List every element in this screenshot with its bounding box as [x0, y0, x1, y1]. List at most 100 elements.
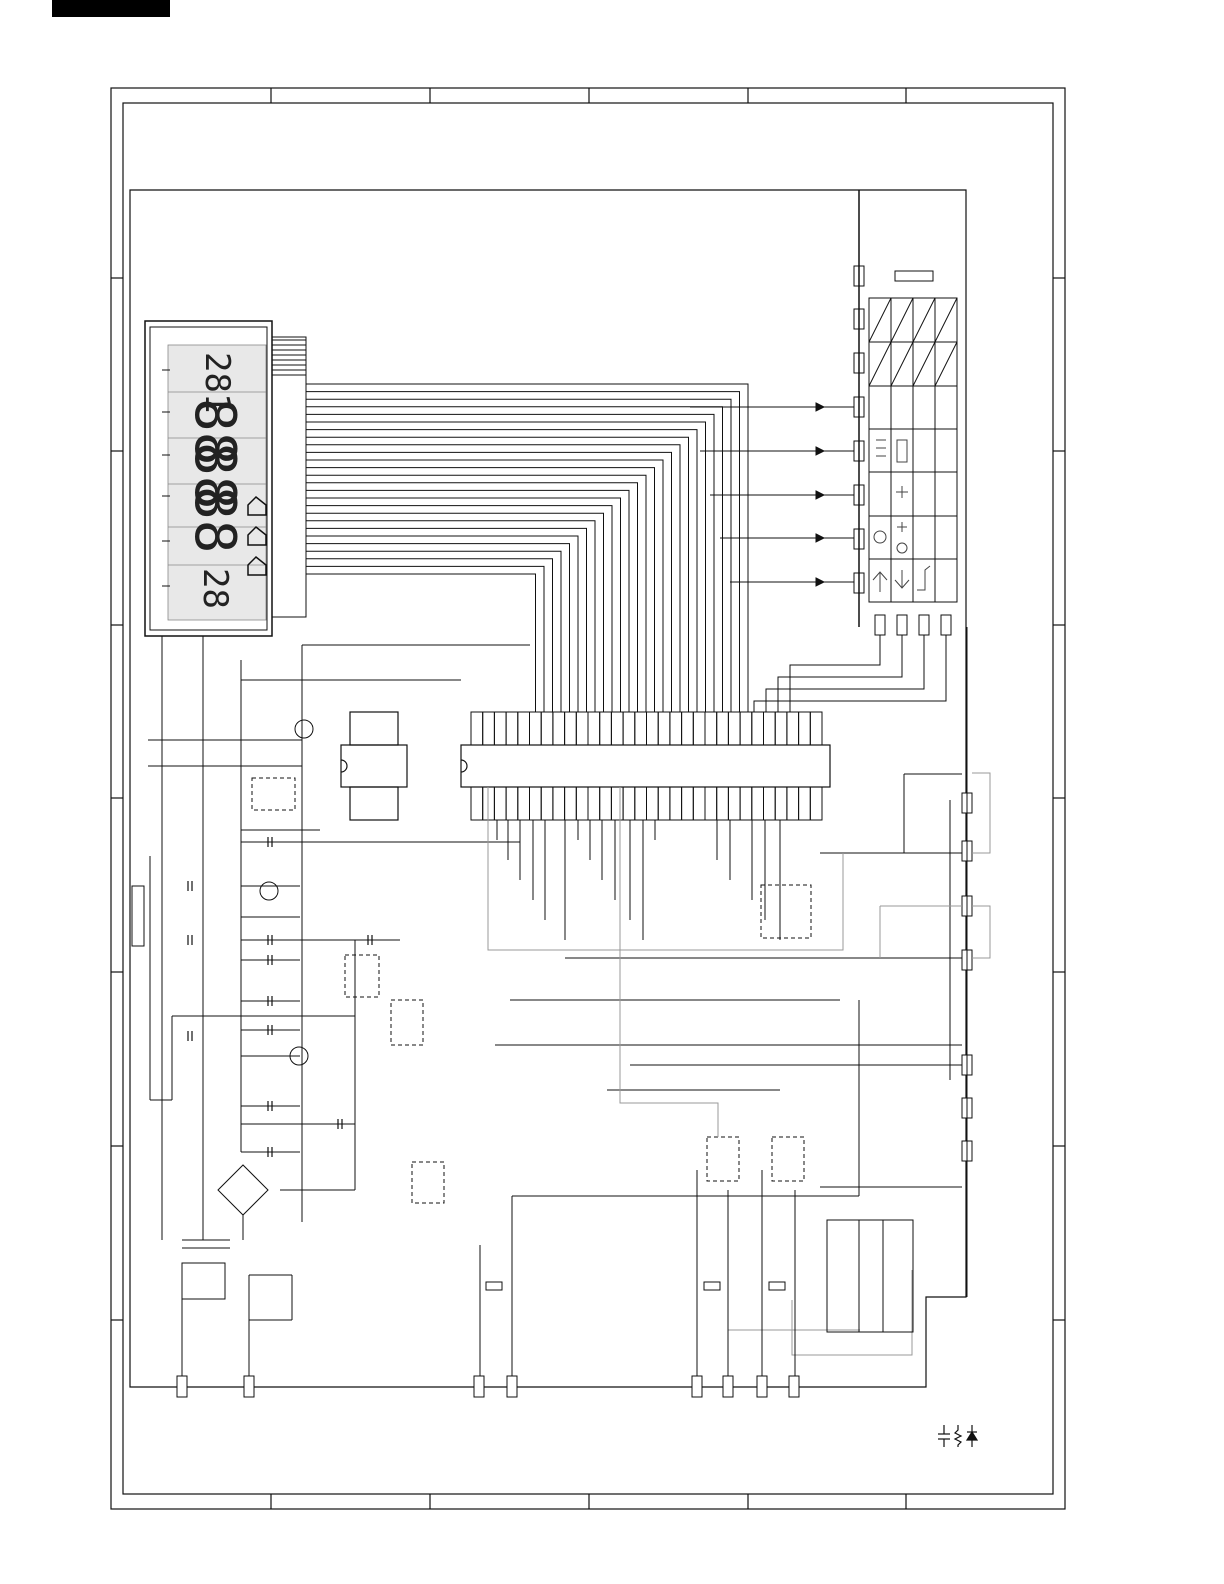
mcu-pin-bottom	[518, 787, 530, 820]
mcu-pin-bottom	[471, 787, 483, 820]
mcu-pin-bottom	[623, 787, 635, 820]
key-col-wire	[778, 635, 902, 712]
bus-line	[306, 414, 714, 712]
mcu-pin-bottom	[705, 787, 717, 820]
mcu-pin-bottom	[775, 787, 787, 820]
mcu-pin-top	[518, 712, 530, 745]
mcu-pin-bottom	[752, 787, 764, 820]
bus-line	[306, 437, 689, 712]
bus-line	[306, 506, 612, 712]
mcu-pin-top	[635, 712, 647, 745]
mcu-pin-top	[530, 712, 542, 745]
mcu-pin-top	[483, 712, 495, 745]
mcu-pin-bottom	[787, 787, 799, 820]
mcu-pin-top	[752, 712, 764, 745]
right-wiring	[495, 627, 967, 1297]
bus-line	[306, 399, 731, 712]
key-diode	[816, 403, 824, 411]
bus-line	[306, 490, 629, 712]
grey-wiring	[488, 773, 990, 1355]
bus-line	[306, 430, 697, 712]
mcu-pin-top	[658, 712, 670, 745]
bus-line	[306, 536, 578, 712]
key-matrix	[869, 271, 957, 602]
capacitor-symbol	[938, 1425, 950, 1447]
mcu-pin-top	[810, 712, 822, 745]
mcu-pin-bottom	[565, 787, 577, 820]
mcu-pin-bottom	[541, 787, 553, 820]
lcd-bus-lines	[272, 340, 748, 712]
mcu-pin-top	[588, 712, 600, 745]
mcu-pin-bottom	[728, 787, 740, 820]
lcd-group-5: 28	[195, 568, 235, 609]
mcu-pin-bottom	[764, 787, 776, 820]
key-bottom-pads	[875, 615, 951, 635]
mcu-pin-top	[565, 712, 577, 745]
mcu-pin-bottom	[494, 787, 506, 820]
mcu-pin-top	[600, 712, 612, 745]
diode-symbol	[967, 1425, 977, 1447]
door-icon	[897, 440, 907, 462]
clean-icon	[874, 531, 886, 543]
mcu-pin-bottom	[693, 787, 705, 820]
mcu-pin-top	[576, 712, 588, 745]
sun-icon	[897, 522, 907, 532]
fan-icon	[897, 543, 907, 553]
bus-line	[306, 566, 544, 712]
key-diode	[816, 447, 824, 455]
mcu-pin-top	[506, 712, 518, 745]
mcu-pin-bottom	[600, 787, 612, 820]
mcu-pin-bottom	[717, 787, 729, 820]
mcu-pin-bottom	[810, 787, 822, 820]
mcu-pin-top	[787, 712, 799, 745]
mcu-pin-top	[775, 712, 787, 745]
bus-line	[306, 392, 740, 712]
bus-line	[306, 483, 638, 712]
mcu-chip	[461, 745, 830, 787]
mcu-pin-bottom	[658, 787, 670, 820]
mcu-pins	[471, 712, 822, 820]
legend-symbols	[938, 1425, 977, 1447]
mcu-pin-top	[682, 712, 694, 745]
key-diode	[816, 491, 824, 499]
mcu-pin-bottom	[740, 787, 752, 820]
small-ic	[341, 712, 407, 820]
down-arrow-icon	[895, 570, 909, 588]
mcu-pin-bottom	[670, 787, 682, 820]
corner-tab	[52, 0, 170, 17]
mcu-pin-top	[541, 712, 553, 745]
mcu-pin-top	[728, 712, 740, 745]
mcu-pin-bottom	[647, 787, 659, 820]
mcu-pin-bottom	[483, 787, 495, 820]
bus-line	[306, 384, 748, 712]
mcu-pin-top	[693, 712, 705, 745]
mcu-pin-bottom	[611, 787, 623, 820]
grill-icon	[876, 440, 886, 456]
bus-line	[306, 468, 655, 712]
mcu-pin-bottom	[682, 787, 694, 820]
mcu-pin-top	[471, 712, 483, 745]
lcd-bus	[272, 337, 306, 617]
up-arrow-icon	[873, 572, 887, 592]
mcu-pin-top	[705, 712, 717, 745]
left-capacitors	[188, 837, 372, 1157]
bus-line	[306, 452, 672, 712]
book-icon	[896, 486, 908, 498]
mcu-pin-bottom	[799, 787, 811, 820]
mcu-pin-top	[494, 712, 506, 745]
key-diodes	[690, 403, 854, 586]
mcu-pin-bottom	[635, 787, 647, 820]
ramp-icon	[917, 566, 930, 590]
bus-line	[306, 544, 570, 712]
mcu-pin-top	[553, 712, 565, 745]
bus-line	[306, 513, 604, 712]
key-diode	[816, 578, 824, 586]
key-col-wire	[754, 635, 946, 712]
key-col-wire	[790, 635, 880, 712]
mcu-pin-bottom	[588, 787, 600, 820]
bus-line	[306, 551, 561, 712]
power-supply-section	[132, 636, 530, 1376]
resistor-symbol	[955, 1425, 961, 1447]
mcu-pin-top	[647, 712, 659, 745]
